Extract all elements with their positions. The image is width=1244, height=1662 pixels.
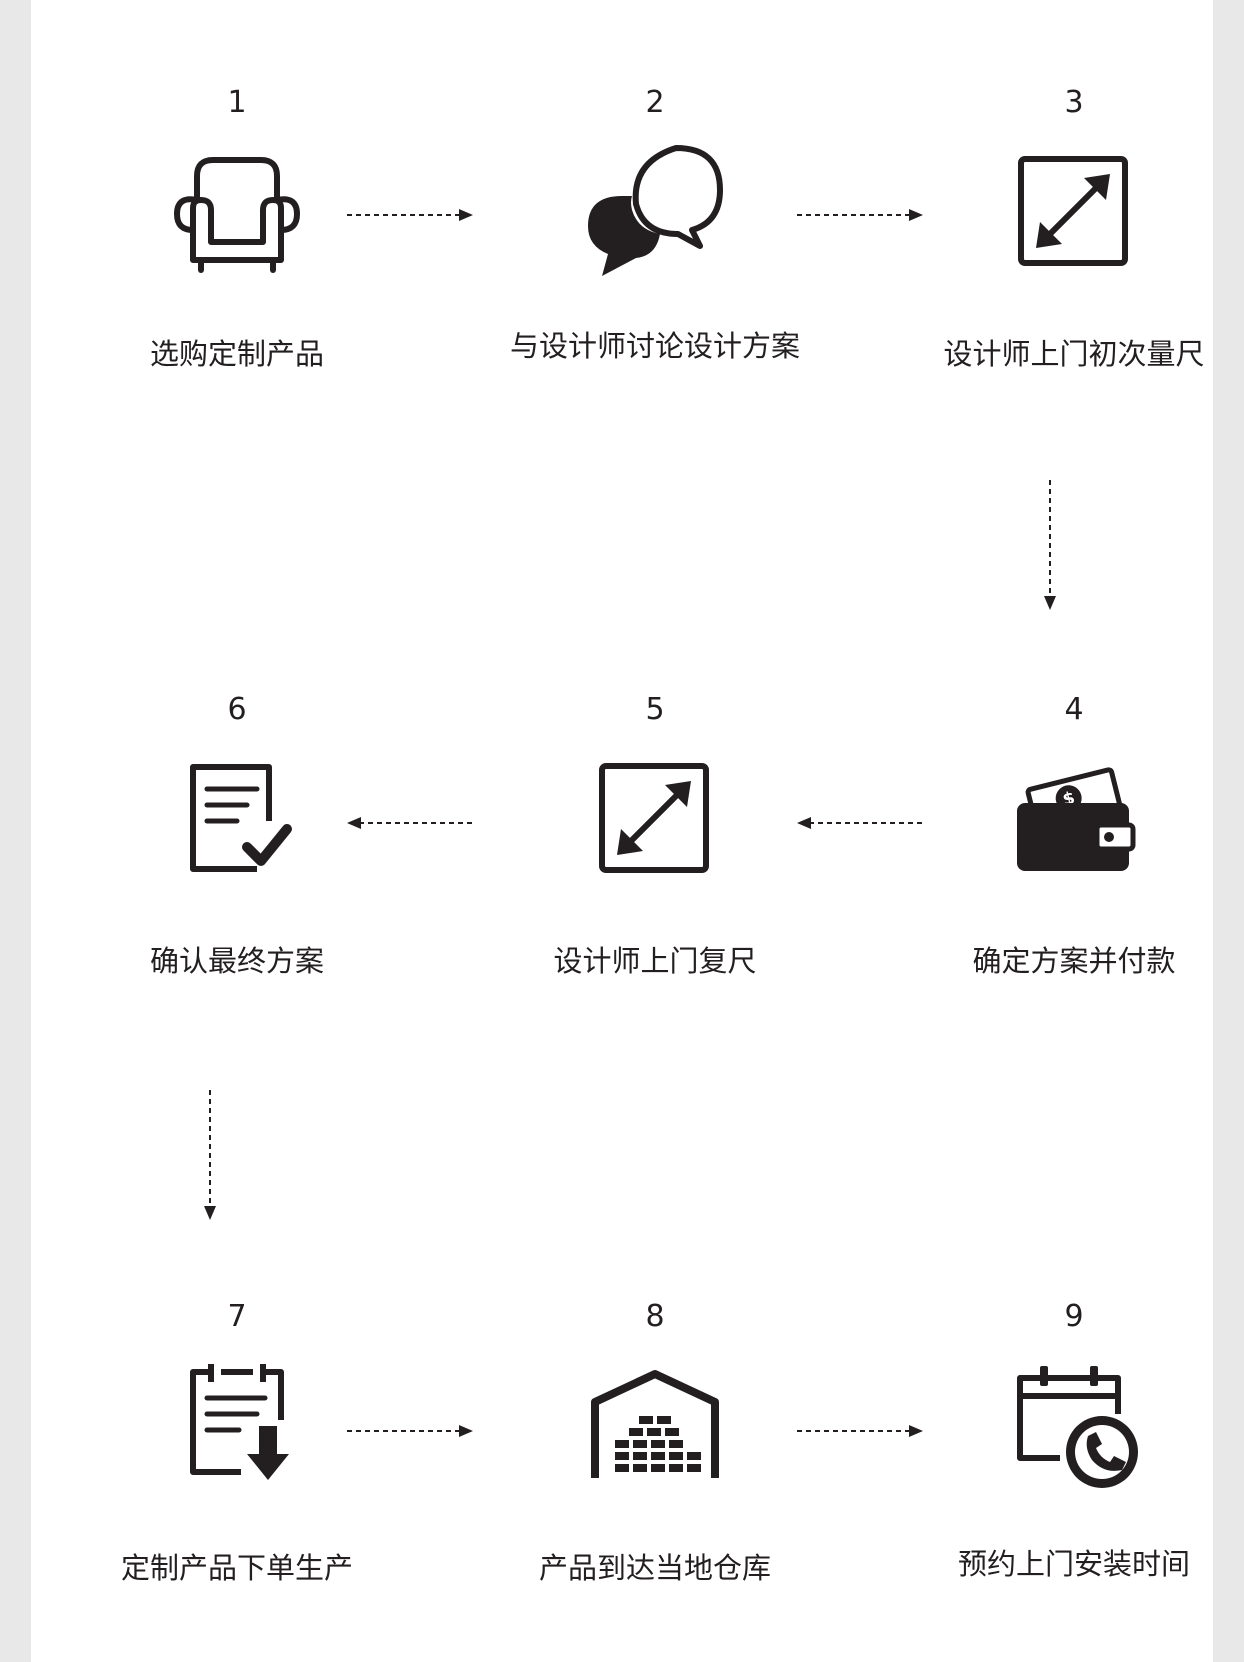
step-4: 4 $ 确定方案并付款 [894,693,1244,981]
arrow-6-to-7 [204,1090,216,1220]
step-number: 4 [1064,692,1084,727]
arrow-1-to-2 [347,209,473,221]
step-label: 确认最终方案 [149,944,324,978]
step-label: 预约上门安装时间 [957,1547,1190,1581]
step-label: 与设计师讨论设计方案 [509,329,800,363]
speech-bubbles-icon [588,145,723,276]
step-3: 3 设计师上门初次量尺 [894,86,1244,374]
step-label: 产品到达当地仓库 [538,1551,771,1585]
step-label: 选购定制产品 [149,337,324,371]
step-number: 5 [645,692,665,727]
calendar-phone-icon [1017,1366,1138,1488]
armchair-icon [174,157,300,273]
step-number: 2 [645,85,665,120]
step-9: 9 预约上门安装时间 [894,1300,1244,1584]
step-label: 设计师上门初次量尺 [943,337,1205,371]
process-flow-panel: 1 选购定制产品 2 与设计师讨论设计方案 3 设计师上门初次量尺 [31,0,1213,1662]
wallet-icon: $ [1017,767,1136,871]
arrow-7-to-8 [347,1425,473,1437]
document-check-icon [190,764,292,872]
arrow-3-to-4 [1044,480,1056,610]
arrow-2-to-3 [797,209,923,221]
step-number: 6 [227,692,247,727]
step-label: 定制产品下单生产 [120,1551,353,1585]
arrow-4-to-5 [797,817,923,829]
resize-arrows-icon [599,763,709,873]
step-6: 6 确认最终方案 [57,693,417,981]
step-label: 设计师上门复尺 [553,944,757,978]
clipboard-download-icon [190,1364,289,1480]
step-2: 2 与设计师讨论设计方案 [475,86,835,366]
step-number: 1 [227,85,247,120]
resize-arrows-icon [1018,156,1128,266]
step-5: 5 设计师上门复尺 [475,693,835,981]
arrow-5-to-6 [347,817,473,829]
step-number: 3 [1064,85,1084,120]
step-7: 7 定制产品下单生产 [57,1300,417,1588]
step-number: 9 [1064,1299,1084,1334]
warehouse-icon [591,1370,719,1478]
step-number: 7 [227,1299,247,1334]
step-number: 8 [645,1299,665,1334]
step-label: 确定方案并付款 [972,944,1176,978]
arrow-8-to-9 [797,1425,923,1437]
step-1: 1 选购定制产品 [57,86,417,374]
step-8: 8 产品到达当地仓库 [475,1300,835,1588]
